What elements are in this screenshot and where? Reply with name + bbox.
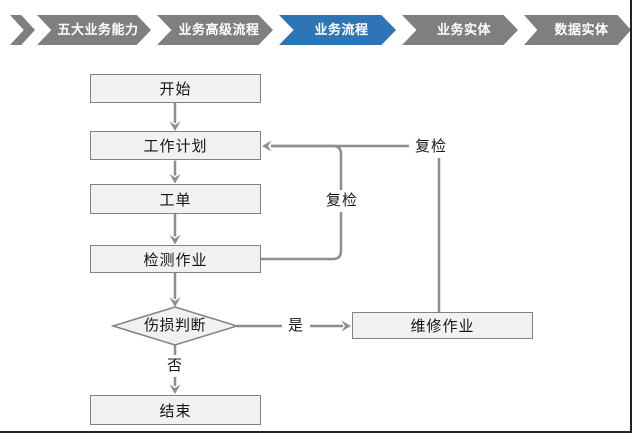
node-repair-job: 维修作业 — [352, 312, 533, 339]
label-no: 否 — [161, 355, 189, 377]
label-recheck-inner-loop: 复检 — [322, 190, 362, 212]
node-damage-decision: 伤损判断 — [143, 317, 206, 334]
arrowhead-into-plan-top — [169, 121, 181, 131]
tab-five-capabilities[interactable]: 五大业务能力 — [37, 15, 151, 45]
arrowhead-into-end — [169, 384, 181, 394]
tab-business-process[interactable]: 业务流程 — [279, 15, 396, 45]
label-yes: 是 — [282, 315, 310, 337]
node-work-order: 工单 — [90, 184, 261, 214]
tab-data-entity[interactable]: 数据实体 — [524, 15, 631, 45]
connector-repair-to-plan-loop — [271, 144, 441, 312]
tab-advanced-process[interactable]: 业务高级流程 — [157, 15, 273, 45]
label-recheck-outer-loop: 复检 — [409, 136, 453, 158]
process-nav: 五大业务能力 业务高级流程 业务流程 业务实体 数据实体 — [0, 15, 634, 45]
arrowhead-into-repair — [341, 320, 351, 332]
arrowhead-into-inspect — [169, 235, 181, 245]
decision-diamond-shape — [110, 306, 240, 346]
node-work-plan: 工作计划 — [90, 131, 261, 160]
node-start: 开始 — [90, 74, 261, 103]
arrowhead-into-order — [169, 174, 181, 184]
node-inspection-job: 检测作业 — [90, 245, 261, 273]
node-end: 结束 — [90, 395, 261, 425]
tab-business-entity[interactable]: 业务实体 — [402, 15, 518, 45]
arrowhead-into-decision — [169, 297, 181, 307]
arrowhead-into-plan-right — [262, 140, 272, 152]
